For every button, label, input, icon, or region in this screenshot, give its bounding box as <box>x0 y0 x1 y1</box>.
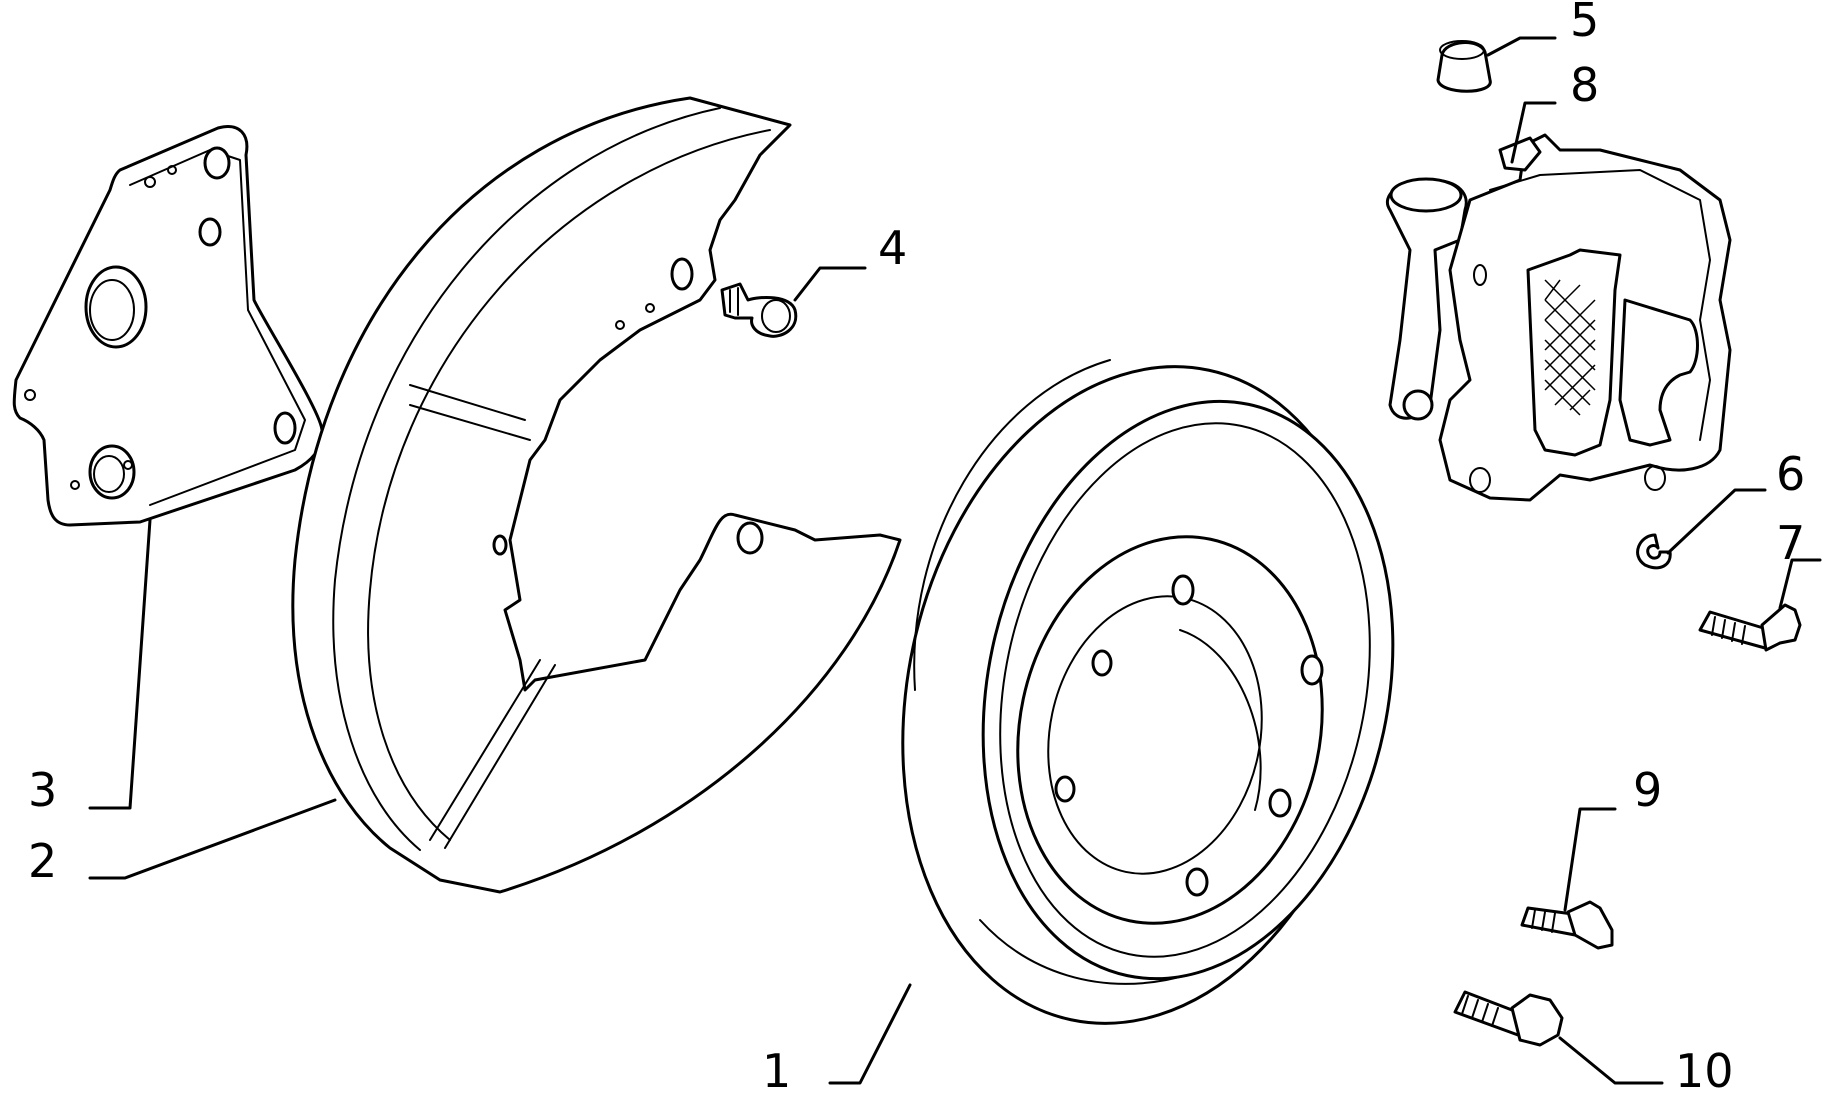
callout-1: 1 <box>762 1044 791 1094</box>
callout-9: 9 <box>1633 763 1662 817</box>
bolt-part-7[interactable] <box>1698 603 1802 652</box>
mounting-plate-part-3[interactable] <box>12 125 324 527</box>
callout-8: 8 <box>1570 58 1599 112</box>
leader-lines <box>88 36 1822 1085</box>
callout-3: 3 <box>28 763 57 817</box>
callout-4: 4 <box>878 221 907 275</box>
cap-part-5[interactable] <box>1436 40 1492 93</box>
callout-labels: 1 2 3 4 5 6 7 8 9 10 <box>28 0 1805 1094</box>
callout-7: 7 <box>1776 516 1805 570</box>
bolt-part-10[interactable] <box>1453 990 1564 1047</box>
brake-disc-part-1[interactable] <box>844 322 1444 1068</box>
bolt-part-4[interactable] <box>720 282 798 338</box>
splash-shield-part-2[interactable] <box>291 96 902 894</box>
callout-10: 10 <box>1675 1044 1734 1094</box>
stud-part-9[interactable] <box>1520 900 1614 950</box>
callout-2: 2 <box>28 834 57 888</box>
callout-6: 6 <box>1776 447 1805 501</box>
callout-5: 5 <box>1570 0 1599 47</box>
brake-pad-friction <box>1544 279 1596 416</box>
caliper-part-8[interactable] <box>1386 133 1732 502</box>
clip-part-6[interactable] <box>1636 533 1672 570</box>
